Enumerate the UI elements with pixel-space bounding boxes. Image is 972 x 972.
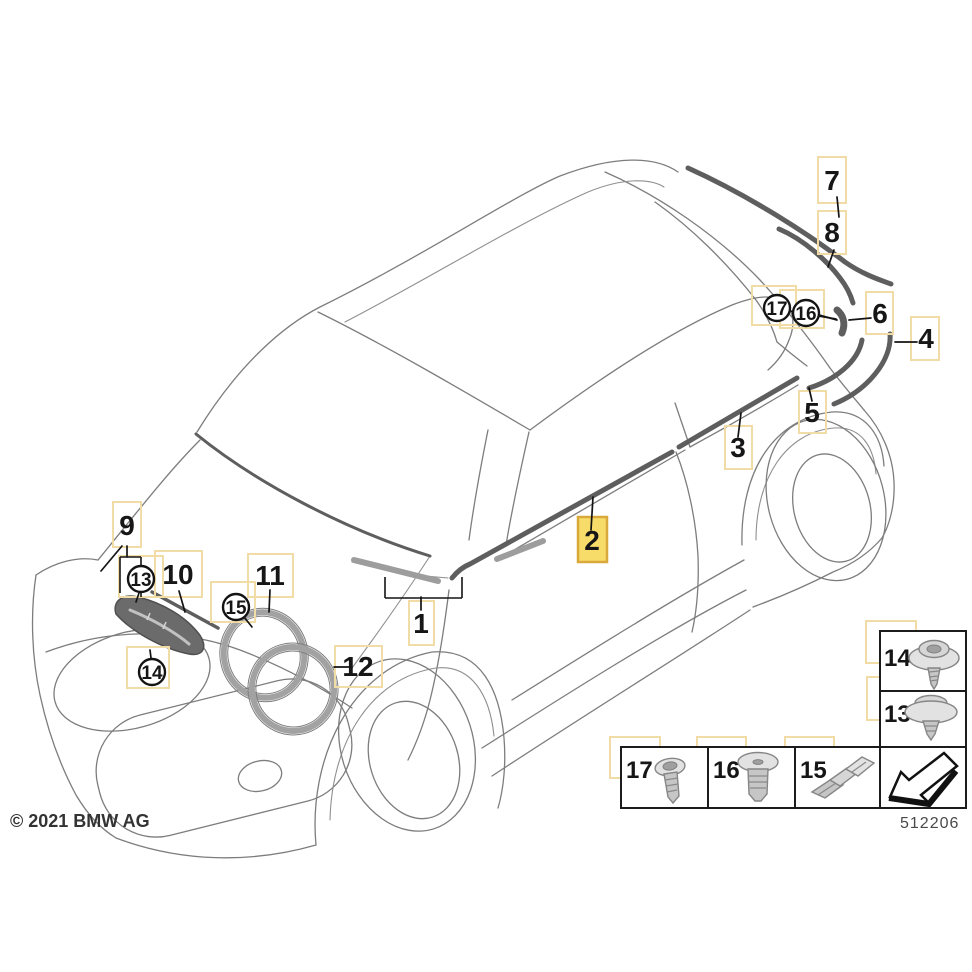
expansion-rivet-icon xyxy=(737,751,779,802)
svg-text:8: 8 xyxy=(824,217,840,248)
svg-text:4: 4 xyxy=(918,323,934,354)
legend-label-17: 17 xyxy=(626,757,653,784)
part-3-rear-trim[interactable] xyxy=(676,375,800,450)
callouts: 1 2 3 4 5 6 7 8 9 10 11 12 13 14 15 16 1… xyxy=(119,165,934,687)
callout-16[interactable]: 16 xyxy=(791,298,821,328)
callout-11[interactable]: 11 xyxy=(255,560,285,591)
svg-text:2: 2 xyxy=(584,525,600,556)
direction-arrow-icon xyxy=(888,751,959,808)
svg-text:14: 14 xyxy=(141,663,163,684)
legend-label-16: 16 xyxy=(713,757,740,784)
svg-text:5: 5 xyxy=(804,397,820,428)
svg-text:12: 12 xyxy=(342,651,373,682)
callout-6[interactable]: 6 xyxy=(872,298,888,329)
callout-12[interactable]: 12 xyxy=(342,651,373,682)
svg-text:17: 17 xyxy=(766,299,787,320)
callout-1[interactable]: 1 xyxy=(413,608,429,639)
callout-9[interactable]: 9 xyxy=(119,510,135,541)
rivet-with-washer-icon xyxy=(904,694,958,742)
callout-3[interactable]: 3 xyxy=(730,432,746,463)
torx-screw-icon xyxy=(654,757,686,805)
svg-text:13: 13 xyxy=(130,570,151,591)
leader-lines xyxy=(100,196,918,668)
callout-15[interactable]: 15 xyxy=(221,592,251,622)
callout-13[interactable]: 13 xyxy=(126,564,156,594)
part-11-headlight-ring[interactable] xyxy=(209,598,318,712)
svg-text:6: 6 xyxy=(872,298,888,329)
svg-text:9: 9 xyxy=(119,510,135,541)
part-1-windshield-trim[interactable] xyxy=(194,432,432,558)
callout-14[interactable]: 14 xyxy=(137,657,167,687)
svg-text:15: 15 xyxy=(225,598,247,619)
part-8-roof-trim[interactable] xyxy=(776,226,856,306)
callout-17[interactable]: 17 xyxy=(762,293,792,323)
callout-5[interactable]: 5 xyxy=(804,397,820,428)
part-1-cowl-strip-left[interactable] xyxy=(351,557,441,584)
screw-with-washer-icon xyxy=(908,639,960,691)
svg-text:7: 7 xyxy=(824,165,840,196)
svg-text:10: 10 xyxy=(162,559,193,590)
callout-2-highlight[interactable] xyxy=(576,515,609,564)
diagram-number: 512206 xyxy=(900,815,959,832)
part-1-cowl-strip-right[interactable] xyxy=(494,538,546,562)
sheet-metal-clip-icon xyxy=(810,756,876,799)
svg-text:16: 16 xyxy=(795,304,816,325)
parts-legend: 14 13 17 16 15 xyxy=(609,620,967,809)
callout-10[interactable]: 10 xyxy=(162,559,193,590)
copyright-text: © 2021 BMW AG xyxy=(10,811,150,831)
callout-7[interactable]: 7 xyxy=(824,165,840,196)
legend-label-14: 14 xyxy=(884,645,911,672)
part-7-roof-trim[interactable] xyxy=(685,165,894,287)
callout-4[interactable]: 4 xyxy=(918,323,934,354)
part-4-hatch-trim[interactable] xyxy=(831,331,893,407)
callout-8[interactable]: 8 xyxy=(824,217,840,248)
svg-text:1: 1 xyxy=(413,608,429,639)
part-14-bonnet-scoop[interactable] xyxy=(114,595,205,656)
part-12-headlight-ring[interactable] xyxy=(238,633,349,745)
callout-2[interactable]: 2 xyxy=(584,525,600,556)
svg-text:11: 11 xyxy=(255,560,285,591)
trim-parts xyxy=(114,165,894,745)
part-6-clip-trim[interactable] xyxy=(833,306,848,337)
svg-text:3: 3 xyxy=(730,432,746,463)
part-5-quarter-trim[interactable] xyxy=(806,337,865,391)
legend-label-15: 15 xyxy=(800,757,827,784)
part-2-door-trim[interactable] xyxy=(449,449,675,581)
